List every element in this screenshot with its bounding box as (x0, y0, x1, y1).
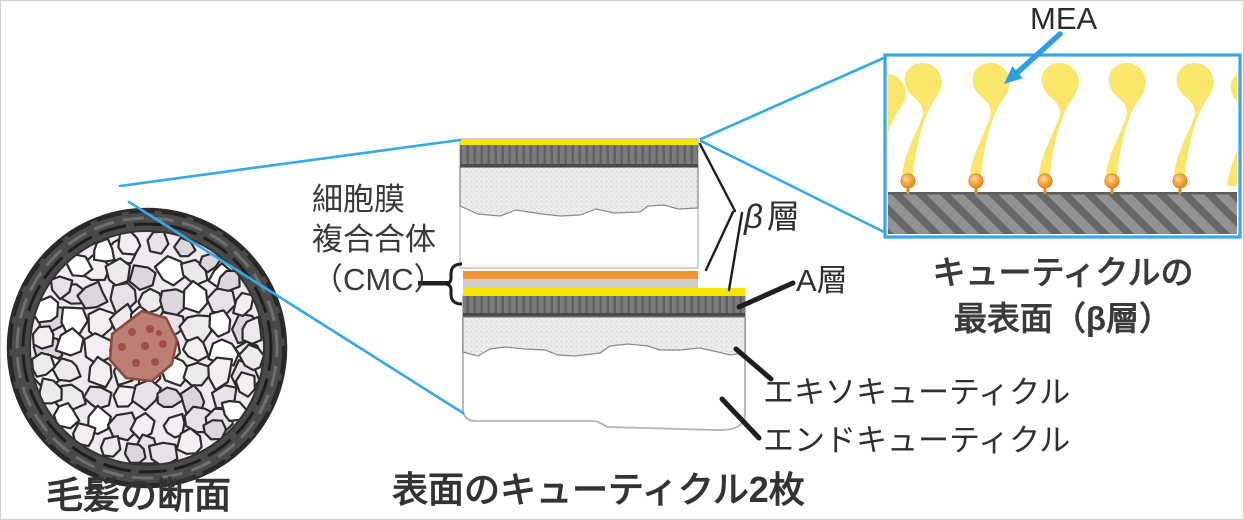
mea-box-illustration (883, 31, 1242, 239)
beta-layer-suffix: 層 (766, 198, 800, 235)
endocuticle-label: エンドキューティクル (763, 423, 1071, 458)
cmc-label-line3: （CMC） (312, 262, 445, 297)
cuticle-stack-illustration (459, 138, 746, 431)
cmc-label-line2: 複合合体 (312, 222, 436, 257)
mea-strands (888, 62, 1237, 186)
cuticle-surface-caption: キューティクルの 最表面（β層） (885, 250, 1241, 342)
cmc-orange-layer (463, 271, 698, 279)
cmc-bracket (418, 262, 463, 306)
cuticle-surface-caption-line1: キューティクルの (932, 254, 1194, 291)
hair-medulla (108, 309, 179, 383)
a-layer-label: A層 (796, 263, 848, 298)
zoom-cone-lines (118, 55, 888, 415)
beta-symbol: β (744, 198, 763, 235)
lower-a-layer (463, 296, 745, 315)
cmc-label-line1: 細胞膜 (312, 182, 405, 217)
lower-beta-layer (463, 288, 745, 296)
mea-head-groups (900, 173, 1188, 194)
surface-cuticles-caption: 表面のキューティクル2枚 (392, 469, 805, 510)
top-beta-layer (460, 139, 698, 145)
hair-cross-section-caption: 毛髪の断面 (46, 475, 231, 516)
hair-cuticle-ring (6, 207, 288, 489)
top-a-layer (460, 144, 698, 165)
cmc-label: 細胞膜 複合合体 （CMC） (312, 180, 445, 300)
exocuticle-label: エキソキューティクル (763, 375, 1071, 410)
lower-exocuticle (462, 316, 746, 357)
mea-label: MEA (1030, 1, 1098, 36)
cmc-delta-layer (463, 279, 698, 289)
beta-layer-bar (888, 192, 1237, 234)
pointer-lines (698, 142, 796, 441)
hair-cross-section-illustration (6, 207, 288, 489)
top-exocuticle (459, 166, 699, 217)
mea-arrow-icon (1004, 31, 1063, 84)
cuticle-surface-caption-line2: 最表面（β層） (953, 300, 1173, 337)
